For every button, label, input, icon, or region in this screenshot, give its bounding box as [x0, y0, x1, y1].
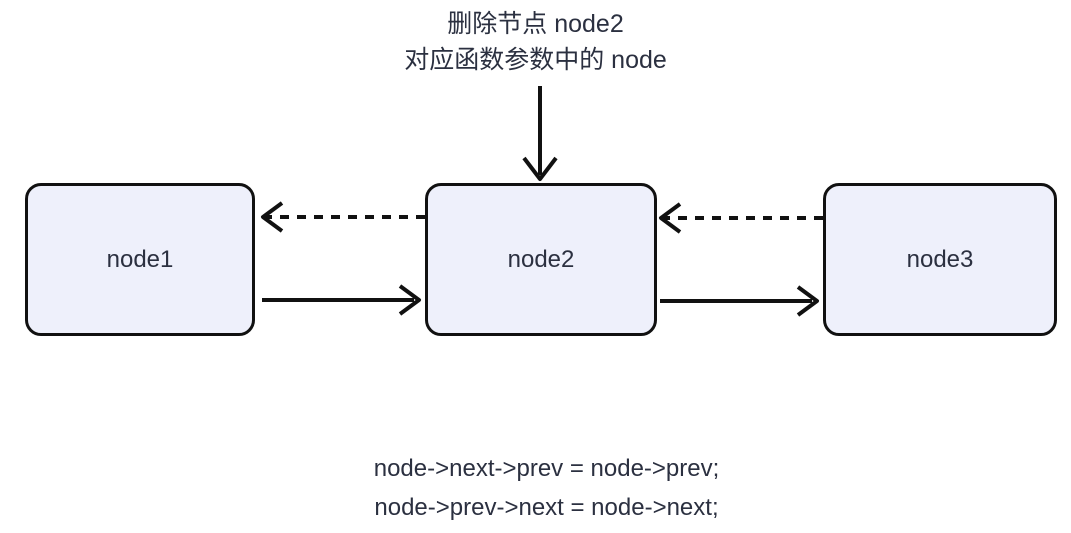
- node-box-node2: node2: [425, 183, 657, 336]
- code-line-2: node->prev->next = node->next;: [374, 494, 719, 521]
- annotation-line-1: 删除节点 node2: [447, 10, 624, 38]
- node-box-node3: node3: [823, 183, 1057, 336]
- next-arrow-node2-node3: [660, 285, 819, 317]
- annotation-text: 删除节点 node2 对应函数参数中的 node: [0, 6, 1071, 78]
- annotation-down-arrow: [522, 86, 558, 181]
- node-label: node1: [106, 245, 174, 273]
- node-box-node1: node1: [25, 183, 255, 336]
- prev-arrow-node3-node2: [659, 202, 823, 234]
- code-line-1: node->next->prev = node->prev;: [373, 455, 720, 482]
- node-label: node2: [507, 245, 575, 273]
- code-snippet: node->next->prev = node->prev; node->pre…: [11, 449, 1071, 527]
- prev-arrow-node2-node1: [261, 201, 425, 233]
- next-arrow-node1-node2: [262, 284, 421, 316]
- node-label: node3: [906, 245, 974, 273]
- annotation-line-2: 对应函数参数中的 node: [404, 46, 667, 74]
